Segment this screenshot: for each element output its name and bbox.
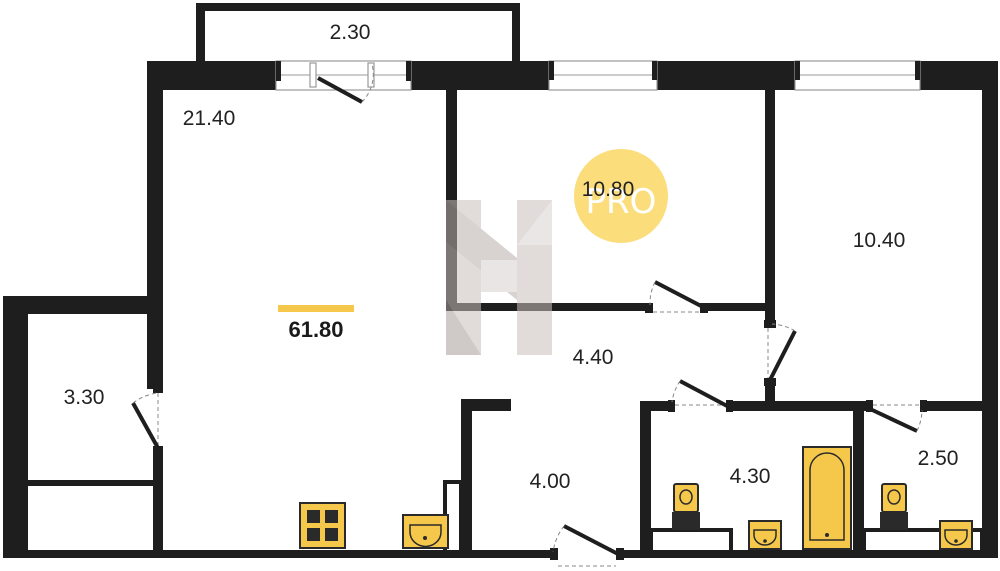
door-entrance [550, 524, 624, 567]
thin-partitions [443, 480, 984, 554]
total-area: 61.80 [288, 317, 343, 342]
room-area-balcony: 2.30 [330, 21, 371, 44]
sink-icon [402, 514, 449, 549]
door-toilet [866, 400, 927, 433]
sink-icon [939, 520, 973, 550]
stove-icon [299, 502, 346, 549]
door-storage [131, 385, 163, 454]
pro-badge-label: PRO [586, 182, 657, 222]
fixtures [299, 446, 973, 550]
room-area-bedroom-2: 10.40 [853, 229, 906, 252]
pro-badge: PRO [574, 149, 668, 243]
room-area-kitchen: 4.00 [530, 470, 571, 493]
window-bedroom-2 [794, 60, 921, 91]
sink-icon [748, 520, 782, 550]
door-bedroom-2 [764, 320, 797, 386]
bathtub-icon [802, 446, 852, 550]
doors [131, 63, 927, 567]
toilet-icon [672, 483, 700, 530]
door-bathroom [668, 379, 733, 412]
room-area-bathroom: 4.30 [730, 465, 771, 488]
door-bedroom-1 [645, 280, 708, 313]
windows [275, 60, 921, 91]
room-area-bedroom-1: 10.80 [582, 178, 635, 201]
watermark-logo-icon [446, 200, 552, 355]
room-area-living-room: 21.40 [183, 107, 236, 130]
room-labels: 2.30 21.40 10.80 10.40 3.30 4.40 4.00 4.… [64, 21, 959, 493]
total-area-underline [278, 305, 354, 312]
window-balcony-left [275, 60, 412, 91]
room-area-hallway: 4.40 [573, 346, 614, 369]
door-balcony [317, 63, 374, 104]
room-area-storage: 3.30 [64, 386, 105, 409]
window-bedroom-1 [548, 60, 658, 91]
room-area-toilet: 2.50 [918, 447, 959, 470]
toilet-icon [880, 483, 908, 530]
